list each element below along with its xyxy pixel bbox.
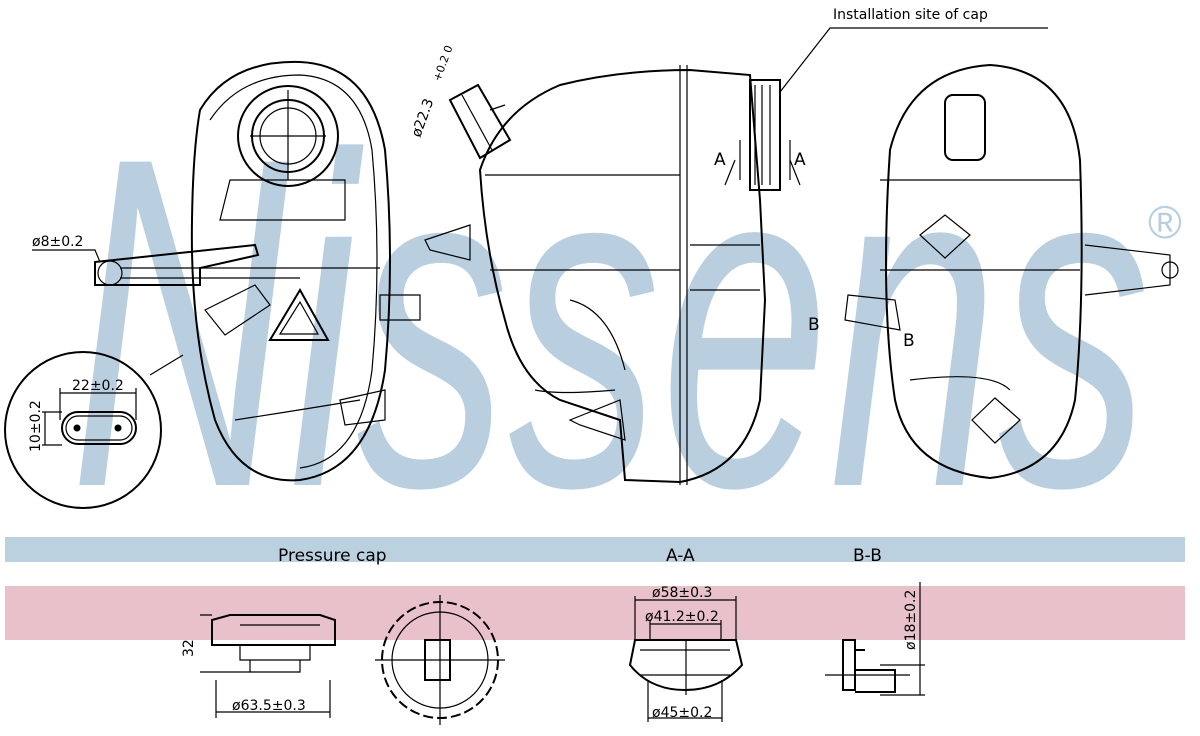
outlet-diameter-label: ø8±0.2 bbox=[32, 234, 83, 250]
pressure-cap-top bbox=[375, 595, 505, 725]
aa-outer-diameter: ø58±0.3 bbox=[652, 585, 712, 601]
section-b-b-title: B-B bbox=[853, 546, 882, 566]
installation-site-label: Installation site of cap bbox=[833, 7, 988, 23]
connector-detail bbox=[4, 351, 184, 509]
section-a-a-title: A-A bbox=[666, 546, 695, 566]
cap-height-label: 32 bbox=[181, 639, 197, 657]
section-b-left: B bbox=[808, 315, 820, 335]
section-a-right: A bbox=[794, 150, 806, 170]
tank-front-view bbox=[94, 60, 421, 482]
section-b-right: B bbox=[903, 331, 915, 351]
pink-band bbox=[5, 586, 1185, 640]
section-a-a-drawing bbox=[628, 596, 744, 722]
tank-rear-view bbox=[844, 63, 1179, 480]
section-b-b-drawing bbox=[825, 582, 925, 696]
section-a-left: A bbox=[714, 150, 726, 170]
connector-width-label: 22±0.2 bbox=[72, 378, 124, 394]
pressure-cap-title: Pressure cap bbox=[278, 546, 387, 566]
bb-diameter-label: ø18±0.2 bbox=[903, 590, 919, 650]
aa-inner-diameter: ø41.2±0.2 bbox=[645, 609, 719, 625]
tank-side-view bbox=[424, 27, 1048, 485]
pressure-cap-side bbox=[200, 614, 336, 718]
aa-bottom-diameter: ø45±0.2 bbox=[652, 705, 712, 721]
connector-height-label: 10±0.2 bbox=[28, 400, 44, 452]
cap-diameter-label: ø63.5±0.3 bbox=[232, 698, 306, 714]
registered-mark: ® bbox=[1148, 196, 1182, 248]
nissens-watermark: Nissens bbox=[70, 60, 1150, 585]
blue-band bbox=[5, 537, 1185, 562]
